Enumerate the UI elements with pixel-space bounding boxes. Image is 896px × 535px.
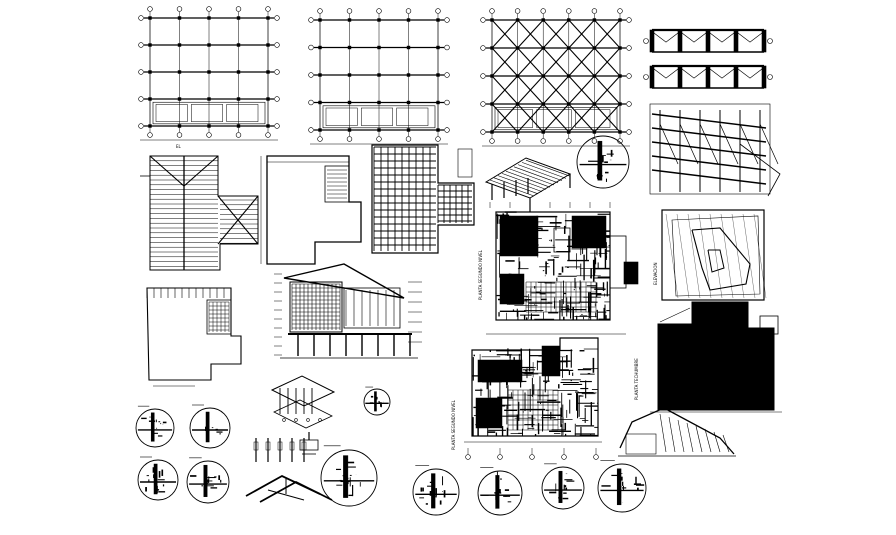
detail-bubble xyxy=(597,460,647,513)
roof-framing-plans xyxy=(140,144,475,271)
detail-bubble xyxy=(576,131,630,189)
detail-bubble xyxy=(186,457,230,504)
vertical-label-plan-1: PLANTA SEGUNDO NIVEL xyxy=(478,249,483,300)
first-floor-plan xyxy=(486,202,639,335)
roof-plan-dark xyxy=(650,301,782,413)
building-section xyxy=(146,263,736,457)
site-plan-and-roof-plan xyxy=(650,209,782,413)
section-small-right xyxy=(618,407,736,457)
detail-bubble xyxy=(477,467,523,516)
detail-bubble xyxy=(189,404,231,449)
isometric-footing-beam xyxy=(270,375,336,429)
grid-plan xyxy=(480,8,632,147)
isometric-deck-frame xyxy=(484,157,572,212)
floor-plans xyxy=(464,202,639,460)
roof-plan-joist-grid xyxy=(371,144,475,254)
detail-bubble xyxy=(135,405,175,448)
grid-plan xyxy=(308,8,450,145)
detail-bubble xyxy=(320,445,378,507)
roof-plan-outline xyxy=(260,155,362,265)
vertical-label-plan-2: PLANTA SEGUNDO NIVEL xyxy=(451,399,456,450)
detail-bubble xyxy=(363,386,391,416)
vertical-label-elevation: ELEVACION xyxy=(653,262,658,285)
vertical-label-roof-plan: PLANTA TECHUMBRE xyxy=(634,358,639,400)
grid-plan xyxy=(138,6,280,141)
circular-construction-details xyxy=(135,131,647,516)
frame-elevations xyxy=(643,28,781,197)
sloped-truss-elevation xyxy=(649,103,781,197)
detail-bubble xyxy=(137,456,179,501)
isometric-small-footing xyxy=(299,432,319,455)
second-floor-plan xyxy=(464,337,602,460)
small-plan-outline xyxy=(146,287,242,387)
detail-bubble xyxy=(412,465,460,516)
frame-elevation xyxy=(643,28,773,53)
structural-grid-plans xyxy=(138,6,632,147)
detail-bubble xyxy=(541,463,585,510)
frame-elevation xyxy=(643,64,773,89)
tiny-label: EL xyxy=(176,144,182,149)
roof-plan-hip xyxy=(140,155,259,271)
isometric-footing-grid xyxy=(245,438,333,503)
building-section xyxy=(274,263,422,359)
isometric-footing-details xyxy=(245,157,572,503)
site-plan xyxy=(661,209,767,301)
